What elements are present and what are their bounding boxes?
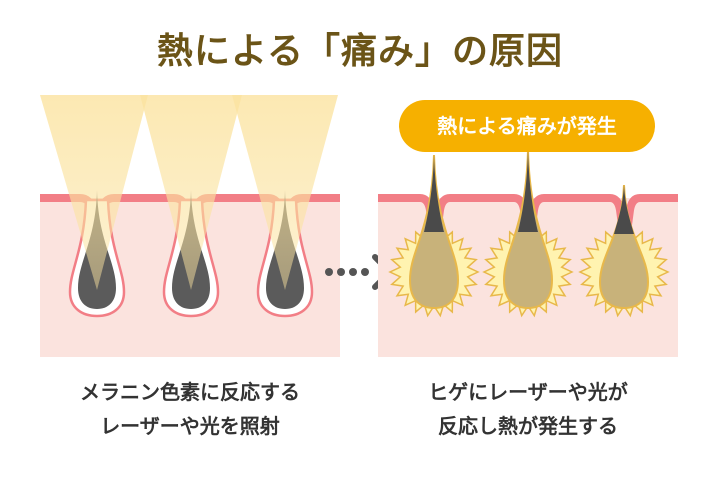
right-follicle-2 <box>502 149 554 310</box>
pain-badge: 熱による痛みが発生 <box>399 100 655 152</box>
left-caption-line-2: レーザーや光を照射 <box>100 414 280 438</box>
right-caption: ヒゲにレーザーや光が 反応し熱が発生する <box>378 375 678 443</box>
left-caption-line-1: メラニン色素に反応する <box>80 380 300 404</box>
pain-badge-label: 熱による痛みが発生 <box>437 114 616 138</box>
light-beam-icon <box>40 95 148 290</box>
left-skin-panel <box>40 95 340 357</box>
right-caption-line-2: 反応し熱が発生する <box>438 414 618 438</box>
right-skin-surface <box>378 194 678 226</box>
light-beam-icon <box>232 95 338 290</box>
right-caption-line-1: ヒゲにレーザーや光が <box>428 380 628 404</box>
light-beam-icon <box>140 95 242 290</box>
right-follicle-3 <box>598 184 650 310</box>
right-follicle-1 <box>408 154 460 310</box>
page-title: 熱による「痛み」の原因 <box>157 31 563 72</box>
left-caption: メラニン色素に反応する レーザーや光を照射 <box>40 375 340 443</box>
